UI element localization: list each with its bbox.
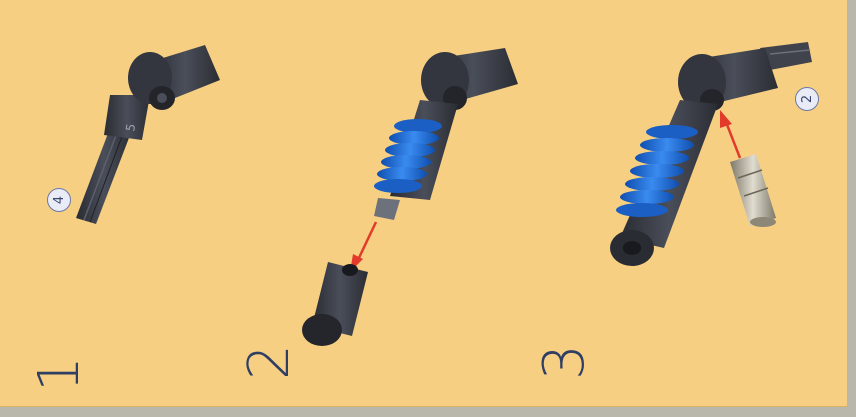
insert-arrow-icon	[720, 110, 740, 158]
cylinder-cap-icon	[302, 262, 368, 346]
angle-connector-icon	[421, 48, 518, 110]
step-number-3: 3	[537, 332, 597, 392]
quantity-callout-step-3: 2	[795, 87, 819, 111]
metal-pin-icon	[730, 154, 776, 227]
step-number-2: 2	[242, 332, 302, 392]
step-3-illustration	[610, 42, 812, 266]
step-number-1: 1	[32, 344, 92, 404]
insert-arrow-icon	[350, 222, 376, 272]
quantity-callout-step-1: 4	[47, 188, 71, 212]
step-1-illustration: 5	[76, 45, 220, 224]
cylinder-cap-icon	[610, 230, 654, 266]
shock-rod	[374, 198, 400, 220]
step-2-illustration	[302, 48, 518, 346]
angle-connector-icon: 5	[104, 45, 220, 140]
axle-icon	[76, 128, 132, 224]
